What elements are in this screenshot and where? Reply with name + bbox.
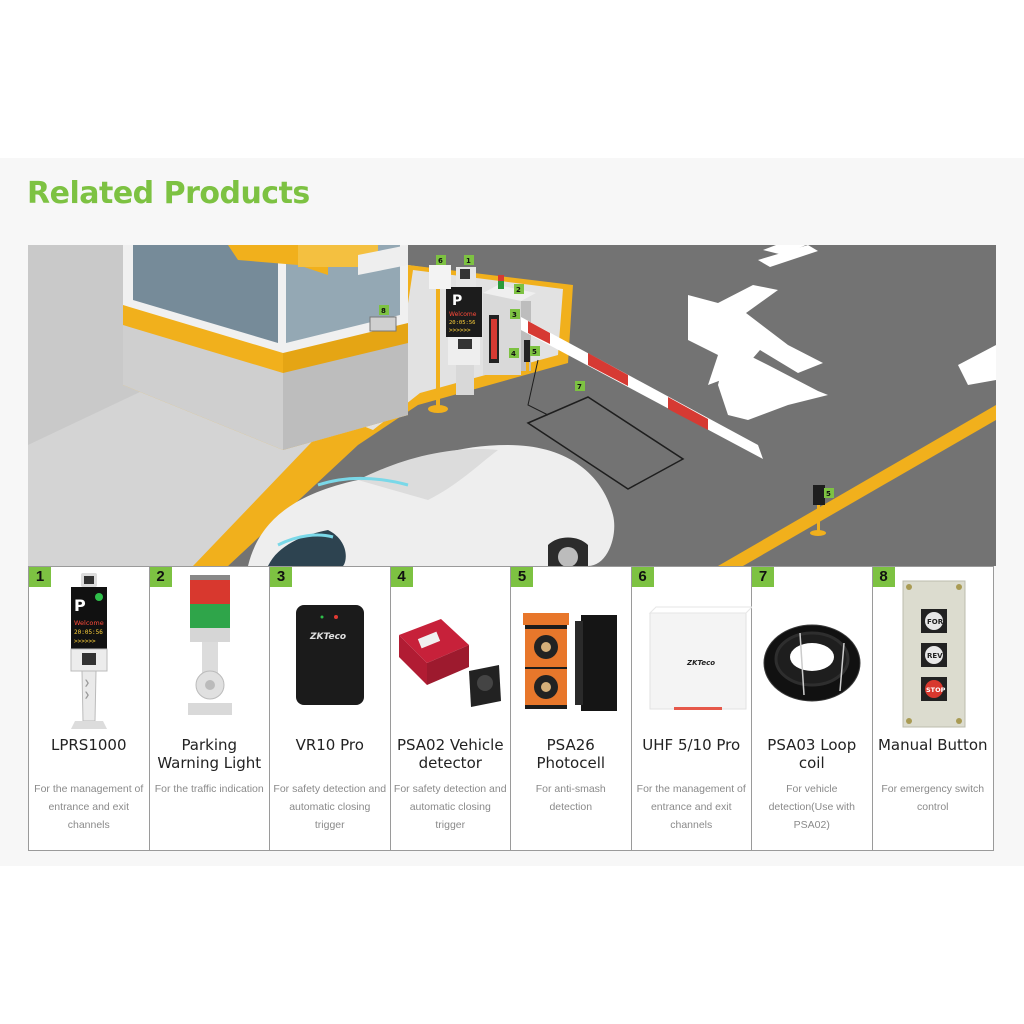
lprs-scene-unit: P Welcome 20:05:56 >>>>>>: [446, 267, 482, 395]
product-card-parking-warning-light[interactable]: 2 Parking Warning Light For the traffic …: [149, 567, 270, 850]
product-number: 4: [390, 567, 413, 587]
svg-text:8: 8: [381, 307, 386, 315]
svg-text:7: 7: [577, 383, 582, 391]
svg-text:❯: ❯: [84, 679, 90, 687]
svg-text:1: 1: [466, 257, 471, 265]
product-number: 7: [752, 567, 774, 587]
product-name: UHF 5/10 Pro: [642, 736, 741, 754]
manual-button-image: FOR REV STOP: [902, 580, 965, 728]
product-number: 3: [270, 567, 292, 587]
product-name: VR10 Pro: [295, 736, 364, 754]
psa02-image: [398, 619, 501, 707]
product-name: PSA26 Photocell: [536, 736, 606, 772]
road-markings: [688, 245, 996, 420]
product-description: For the management of entrance and exit …: [636, 783, 746, 831]
product-name: Parking Warning Light: [157, 736, 262, 772]
svg-text:STOP: STOP: [926, 686, 946, 694]
svg-text:5: 5: [532, 348, 537, 356]
vr10-pro-image: ZKTeco: [296, 605, 364, 705]
parking-warning-light-image: [187, 575, 232, 715]
svg-text:2: 2: [516, 286, 521, 294]
svg-text:20:05:56: 20:05:56: [449, 320, 476, 326]
product-number: 8: [872, 567, 895, 587]
svg-text:P: P: [452, 293, 462, 309]
product-name: PSA02 Vehicle detector: [396, 736, 504, 772]
product-card-manual-button[interactable]: 8 FOR REV STOP Manual Button For emergen…: [872, 567, 993, 850]
product-description: For safety detection and automatic closi…: [393, 783, 507, 831]
product-description: For vehicle detection(Use with PSA02): [768, 783, 855, 831]
svg-text:ZKTeco: ZKTeco: [686, 659, 715, 667]
svg-text:5: 5: [826, 490, 831, 498]
product-number: 6: [631, 567, 654, 587]
svg-text:4: 4: [511, 350, 516, 358]
barrier-gate: [483, 285, 763, 459]
product-number: 5: [511, 567, 533, 587]
svg-text:3: 3: [512, 311, 517, 319]
svg-text:FOR: FOR: [927, 618, 944, 626]
product-name: LPRS1000: [50, 736, 127, 754]
car-illustration: [248, 445, 615, 566]
svg-text:20:05:56: 20:05:56: [74, 629, 103, 636]
loop-coil-outline: [526, 396, 685, 490]
product-card-psa02[interactable]: 4 PSA02 Vehicle detector For safety dete…: [390, 567, 511, 850]
product-card-psa03-loop-coil[interactable]: 7 PSA03 Loop coil For vehicle detection(…: [752, 567, 873, 850]
psa26-image: [523, 613, 617, 711]
svg-text:6: 6: [438, 257, 443, 265]
svg-text:>>>>>>: >>>>>>: [449, 327, 471, 334]
section-title: Related Products: [27, 176, 310, 211]
psa03-loop-coil-image: [763, 624, 861, 702]
svg-text:REV: REV: [927, 652, 943, 660]
product-number: 1: [29, 567, 51, 587]
lprs1000-image: P Welcome 20:05:56 >>>>>> ❯ ❯: [70, 573, 108, 729]
svg-text:Welcome: Welcome: [74, 619, 104, 627]
product-name: Manual Button: [877, 736, 988, 754]
product-number: 2: [149, 567, 172, 587]
guard-booth: [123, 245, 408, 450]
product-description: For safety detection and automatic closi…: [273, 783, 387, 831]
product-description: For anti-smash detection: [535, 783, 606, 813]
parking-scene-illustration: P Welcome 20:05:56 >>>>>> 6 1 2 3 4 5 7 …: [28, 245, 996, 566]
product-card-psa26[interactable]: 5 PSA26 Photocell For anti-smash detecti…: [511, 567, 632, 850]
product-description: For emergency switch control: [881, 783, 985, 813]
svg-text:Welcome: Welcome: [449, 311, 477, 318]
product-card-lprs1000[interactable]: 1 P Welcome 20:05:56 >>>>>> ❯❯ LPRS1000 …: [29, 567, 150, 850]
svg-text:ZKTeco: ZKTeco: [309, 632, 346, 642]
product-description: For the management of entrance and exit …: [34, 783, 144, 831]
svg-text:>>>>>>: >>>>>>: [74, 638, 96, 645]
svg-text:P: P: [74, 596, 86, 615]
product-description: For the traffic indication: [154, 783, 264, 795]
uhf-5-10-pro-image: ZKTeco: [648, 606, 752, 710]
svg-text:❯: ❯: [84, 691, 90, 699]
product-grid: 1 P Welcome 20:05:56 >>>>>> ❯❯ LPRS1000 …: [28, 566, 994, 851]
product-name: PSA03 Loop coil: [767, 736, 857, 772]
product-card-uhf-5-10-pro[interactable]: 6 ZKTeco UHF 5/10 Pro For the management…: [631, 567, 752, 850]
product-card-vr10-pro[interactable]: 3 ZKTeco VR10 Pro For safety detection a…: [270, 567, 391, 850]
